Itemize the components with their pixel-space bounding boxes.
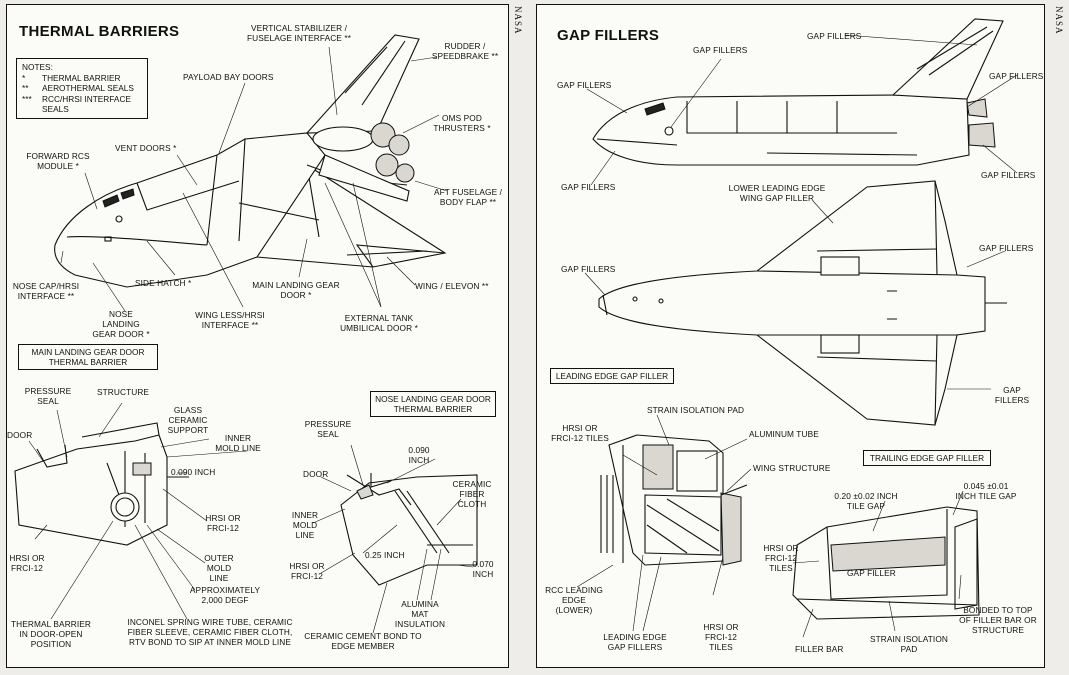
nlg-label-door: DOOR bbox=[303, 469, 329, 479]
nlg-label-pressure-seal: PRESSURE SEAL bbox=[304, 419, 352, 439]
orbiter-isometric-drawing bbox=[54, 34, 447, 288]
mlg-detail-title: MAIN LANDING GEAR DOOR THERMAL BARRIER bbox=[18, 344, 158, 370]
notes-box: NOTES: *THERMAL BARRIER **AEROTHERMAL SE… bbox=[16, 58, 148, 119]
thermal-barriers-panel: THERMAL BARRIERS NOTES: *THERMAL BARRIER… bbox=[6, 4, 509, 668]
left-panel-title: THERMAL BARRIERS bbox=[19, 23, 180, 40]
label-vent-doors: VENT DOORS * bbox=[115, 143, 177, 153]
nlg-label-inch-070: 0.070 INCH bbox=[472, 559, 494, 579]
gap-fillers-drawing bbox=[576, 18, 1018, 638]
mlg-label-inch: 0.090 INCH bbox=[171, 467, 216, 477]
lead-label-hrsi-bottom: HRSI OR FRCI-12 TILES bbox=[703, 622, 739, 652]
mlg-label-inner-mold: INNER MOLD LINE bbox=[215, 433, 261, 453]
nlg-label-ceramic-fiber: CERAMIC FIBER CLOTH bbox=[452, 479, 492, 509]
mlg-label-door: DOOR bbox=[7, 430, 33, 440]
label-vertical-stabilizer: VERTICAL STABILIZER / FUSELAGE INTERFACE… bbox=[247, 23, 351, 43]
label-gap-fillers-right-mid: GAP FILLERS bbox=[979, 243, 1034, 253]
lead-label-aluminum-tube: ALUMINUM TUBE bbox=[749, 429, 819, 439]
side-credit-right: NASA bbox=[1054, 6, 1064, 35]
nlg-door-detail-drawing bbox=[312, 444, 478, 634]
trail-label-gap-045: 0.045 ±0.01 INCH TILE GAP bbox=[955, 481, 1017, 501]
lead-label-leading-gap-fillers: LEADING EDGE GAP FILLERS bbox=[603, 632, 667, 652]
right-panel-title: GAP FILLERS bbox=[557, 27, 660, 44]
leading-edge-detail-drawing bbox=[576, 414, 752, 632]
notes-heading: NOTES: bbox=[22, 62, 53, 72]
lead-label-rcc: RCC LEADING EDGE (LOWER) bbox=[545, 585, 603, 615]
label-aft-fuselage: AFT FUSELAGE / BODY FLAP ** bbox=[433, 187, 503, 207]
mlg-label-structure: STRUCTURE bbox=[97, 387, 150, 397]
trail-label-gap-filler: GAP FILLER bbox=[847, 568, 896, 578]
trailing-edge-detail-title: TRAILING EDGE GAP FILLER bbox=[863, 450, 991, 466]
orbiter-side-view-drawing bbox=[592, 18, 1004, 166]
label-gap-fillers-nose-plan: GAP FILLERS bbox=[561, 264, 616, 274]
note-item: ***RCC/HRSI INTERFACE SEALS bbox=[22, 93, 131, 115]
nlg-label-alumina: ALUMINA MAT INSULATION bbox=[394, 599, 446, 629]
label-gap-fillers-tail-side: GAP FILLERS bbox=[989, 71, 1044, 81]
mlg-door-detail-drawing bbox=[14, 402, 248, 620]
mlg-label-approx-temp: APPROXIMATELY 2,000 DEGF bbox=[189, 585, 261, 605]
note-item: *THERMAL BARRIER bbox=[22, 72, 121, 83]
leading-edge-detail-title: LEADING EDGE GAP FILLER bbox=[550, 368, 674, 384]
label-main-landing-gear-door: MAIN LANDING GEAR DOOR * bbox=[252, 280, 340, 300]
mlg-label-hrsi-right: HRSI OR FRCI-12 bbox=[205, 513, 241, 533]
trail-label-bonded: BONDED TO TOP OF FILLER BAR OR STRUCTURE bbox=[959, 605, 1037, 635]
trail-label-filler-bar: FILLER BAR bbox=[795, 644, 844, 654]
mlg-label-glass-ceramic: GLASS CERAMIC SUPPORT bbox=[167, 405, 209, 435]
label-rudder: RUDDER / SPEEDBRAKE ** bbox=[431, 41, 499, 61]
nlg-label-hrsi: HRSI OR FRCI-12 bbox=[289, 561, 325, 581]
label-gap-fillers-nose-top: GAP FILLERS bbox=[557, 80, 612, 90]
trail-label-strain-pad: STRAIN ISOLATION PAD bbox=[870, 634, 948, 654]
label-external-tank-door: EXTERNAL TANK UMBILICAL DOOR * bbox=[340, 313, 418, 333]
label-gap-fillers-nose-bottom: GAP FILLERS bbox=[561, 182, 616, 192]
side-credit-left: NASA bbox=[513, 6, 523, 35]
label-payload-bay-doors: PAYLOAD BAY DOORS bbox=[183, 72, 274, 82]
label-gap-fillers-wing: GAP FILLERS bbox=[994, 385, 1030, 405]
label-wing-less: WING LESS/HRSI INTERFACE ** bbox=[195, 310, 265, 330]
trail-label-hrsi: HRSI OR FRCI-12 TILES bbox=[763, 543, 799, 573]
lead-label-strain-pad: STRAIN ISOLATION PAD bbox=[647, 405, 745, 415]
label-wing-elevon: WING / ELEVON ** bbox=[415, 281, 489, 291]
note-item: **AEROTHERMAL SEALS bbox=[22, 83, 134, 93]
label-side-hatch: SIDE HATCH * bbox=[135, 278, 192, 288]
label-nose-landing-gear-door: NOSE LANDING GEAR DOOR * bbox=[92, 309, 150, 339]
nlg-label-inch-090: 0.090 INCH bbox=[408, 445, 430, 465]
label-gap-fillers-top-center: GAP FILLERS bbox=[693, 45, 748, 55]
nlg-detail-title: NOSE LANDING GEAR DOOR THERMAL BARRIER bbox=[370, 391, 496, 417]
mlg-label-inconel: INCONEL SPRING WIRE TUBE, CERAMIC FIBER … bbox=[127, 617, 293, 647]
nlg-label-inner-mold: INNER MOLD LINE bbox=[291, 510, 319, 540]
nlg-label-inch-25: 0.25 INCH bbox=[365, 550, 405, 560]
mlg-label-hrsi-left: HRSI OR FRCI-12 bbox=[9, 553, 45, 573]
trail-label-gap-020: 0.20 ±0.02 INCH TILE GAP bbox=[834, 491, 898, 511]
mlg-label-thermal-barrier-open: THERMAL BARRIER IN DOOR-OPEN POSITION bbox=[10, 619, 92, 649]
label-gap-fillers-aft: GAP FILLERS bbox=[981, 170, 1036, 180]
lead-label-wing-structure: WING STRUCTURE bbox=[753, 463, 831, 473]
label-oms-pod: OMS POD THRUSTERS * bbox=[433, 113, 491, 133]
mlg-label-pressure-seal: PRESSURE SEAL bbox=[24, 386, 72, 406]
lead-label-hrsi-top: HRSI OR FRCI-12 TILES bbox=[551, 423, 609, 443]
orbiter-plan-view-drawing bbox=[598, 180, 1007, 426]
gap-fillers-panel: GAP FILLERS GAP FILLERS GAP FILLERS GAP … bbox=[536, 4, 1045, 668]
mlg-label-outer-mold: OUTER MOLD LINE bbox=[204, 553, 234, 583]
label-lower-leading-edge: LOWER LEADING EDGE WING GAP FILLER bbox=[728, 183, 826, 203]
label-forward-rcs: FORWARD RCS MODULE * bbox=[26, 151, 90, 171]
trailing-edge-detail-drawing bbox=[792, 490, 980, 638]
nlg-label-ceramic-cement: CERAMIC CEMENT BOND TO EDGE MEMBER bbox=[304, 631, 422, 651]
label-nose-cap: NOSE CAP/HRSI INTERFACE ** bbox=[12, 281, 80, 301]
thermal-barriers-drawing bbox=[14, 34, 478, 634]
label-gap-fillers-tail: GAP FILLERS bbox=[807, 31, 862, 41]
